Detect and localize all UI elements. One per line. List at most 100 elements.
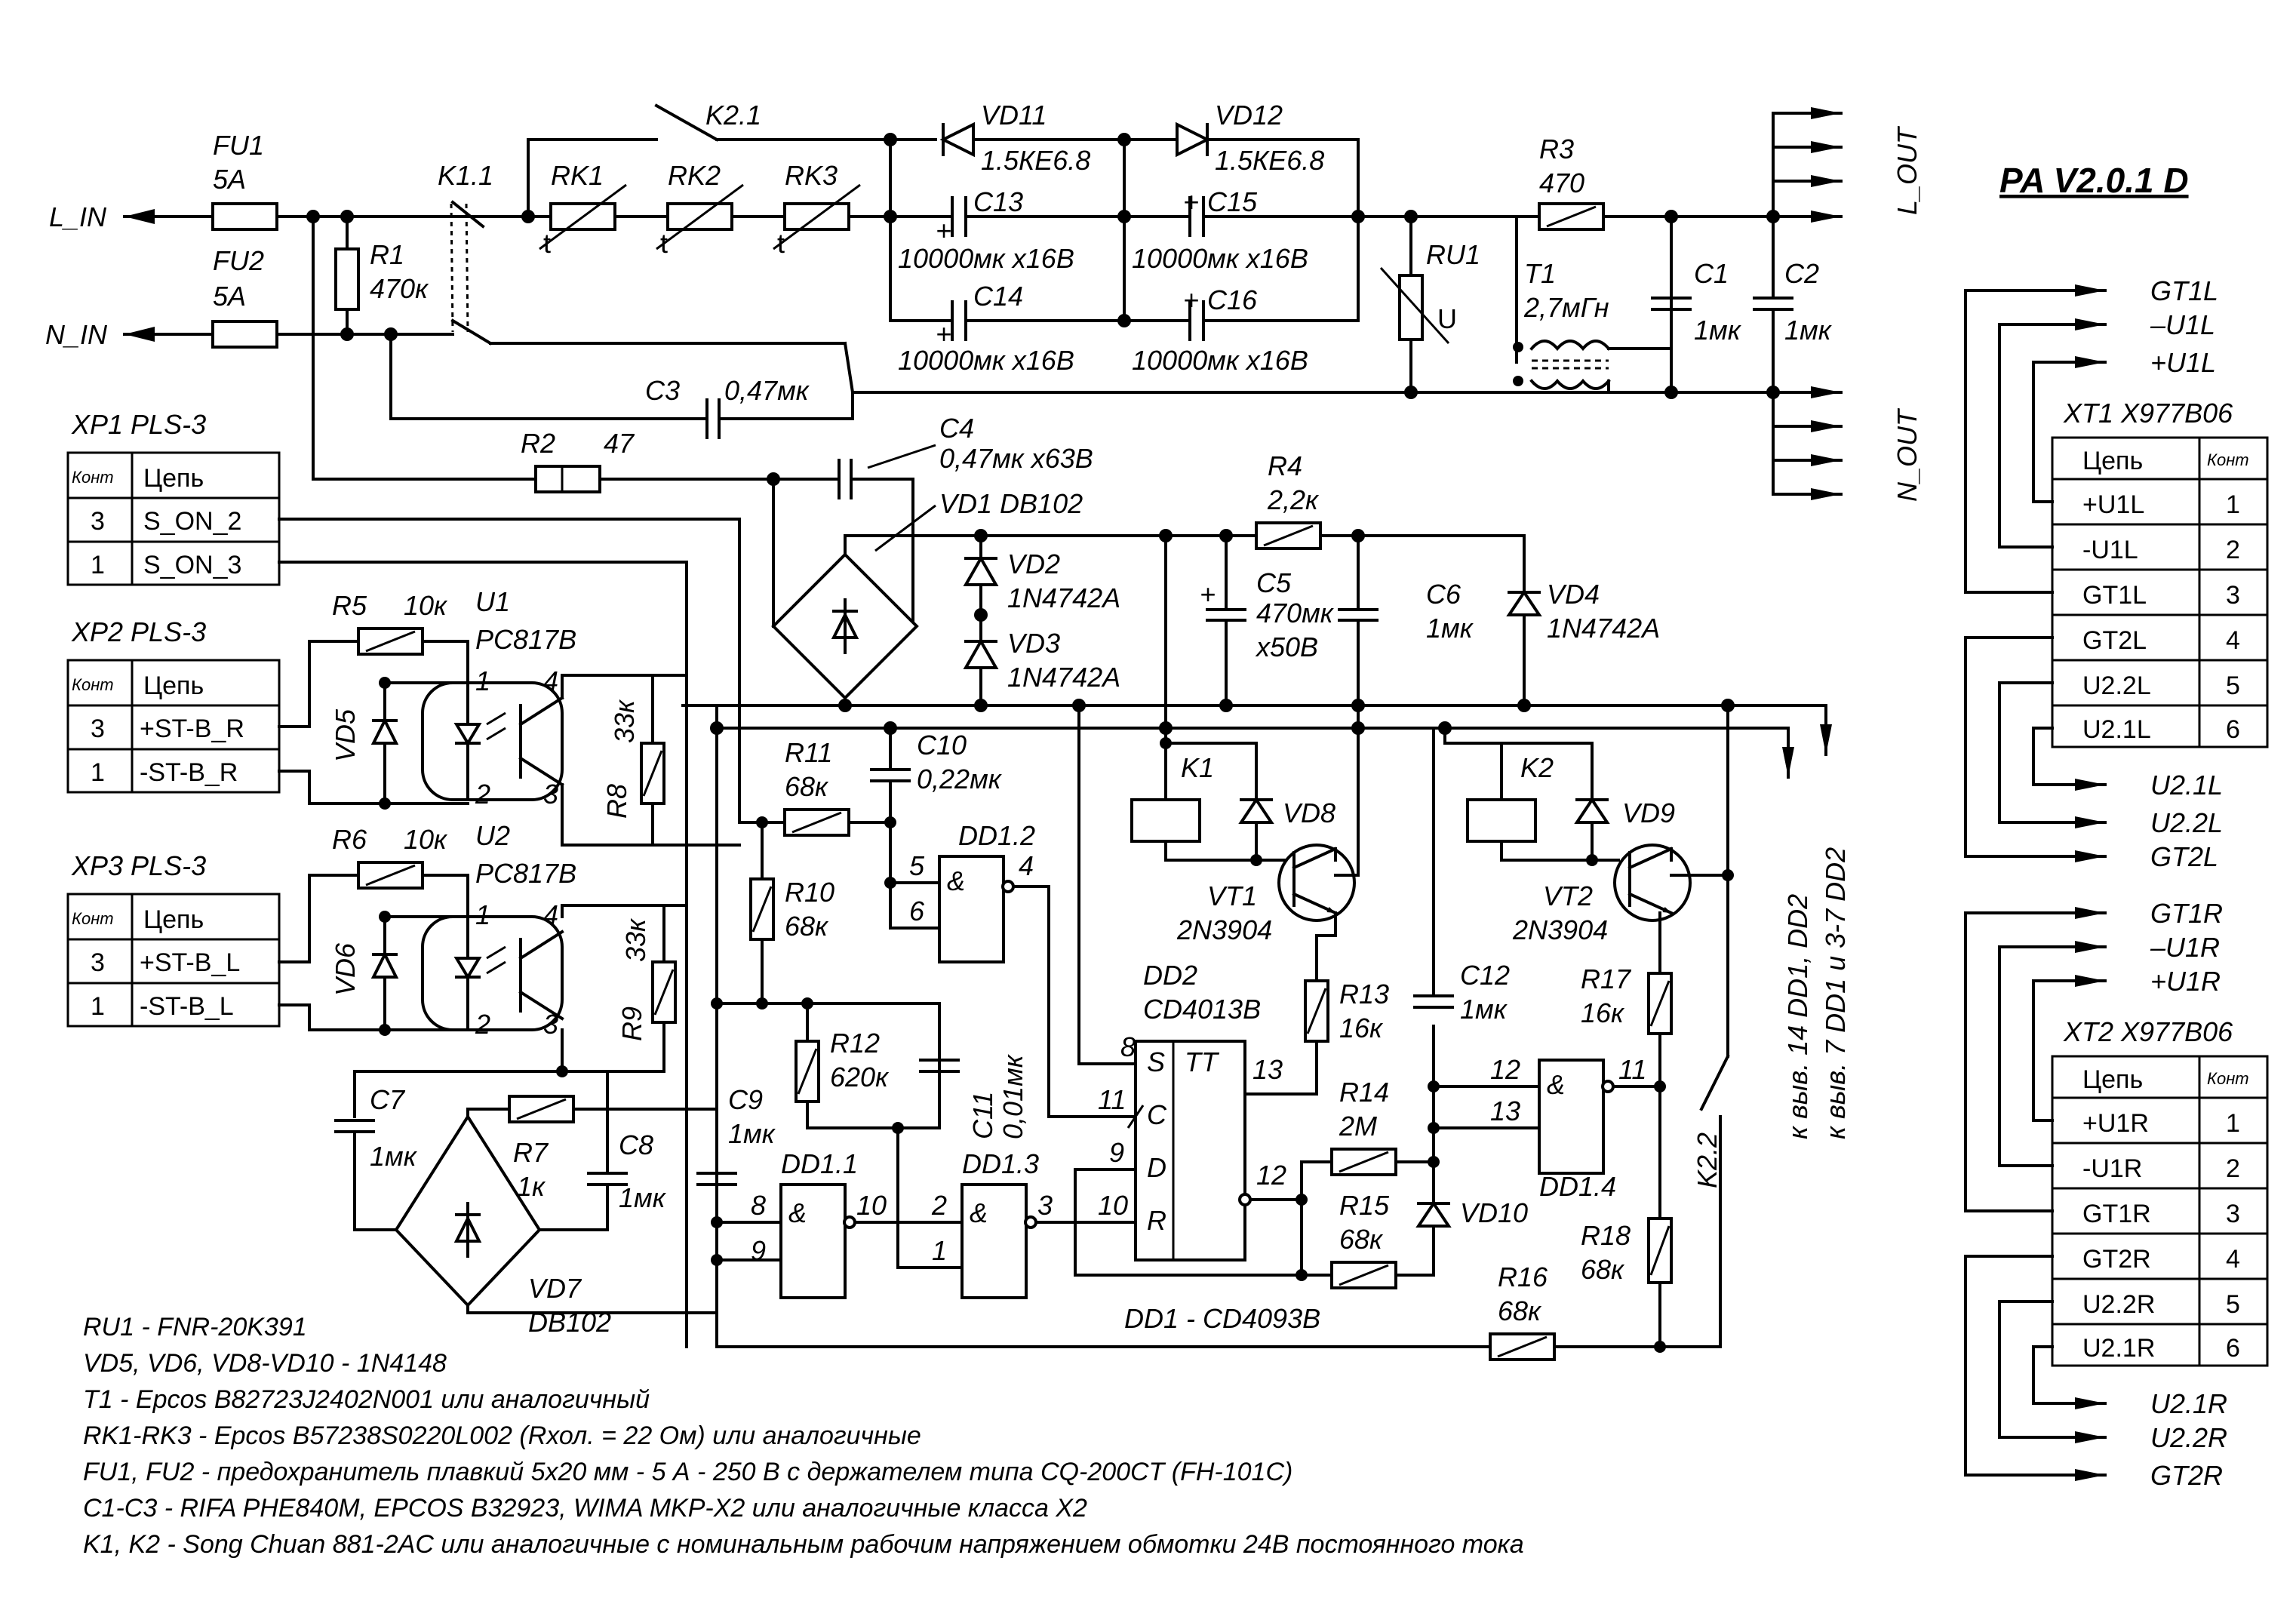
svg-text:1: 1 xyxy=(475,899,490,930)
r7-ref: R7 xyxy=(513,1137,549,1168)
xp1-net-s-on-2: S_ON_2 xyxy=(143,507,241,536)
svg-text:6: 6 xyxy=(2226,715,2240,744)
svg-text:C: C xyxy=(1147,1099,1167,1130)
component-notes: RU1 - FNR-20K391 VD5, VD6, VD8-VD10 - 1N… xyxy=(83,1313,1524,1559)
c1-ref: C1 xyxy=(1694,258,1729,289)
r2-value: 47 xyxy=(604,428,635,459)
l-out-label: L_OUT xyxy=(1892,125,1923,215)
note-4: RK1-RK3 - Epcos B57238S0220L002 (Rхол. =… xyxy=(83,1421,921,1450)
xp3-net-minus: -ST-B_L xyxy=(140,992,234,1021)
xt2-arrow-u1r-minus: –U1R xyxy=(2150,932,2220,963)
svg-text:11: 11 xyxy=(1618,1054,1646,1085)
svg-text:+: + xyxy=(936,318,951,349)
xp1-net-s-on-3: S_ON_3 xyxy=(143,551,241,579)
r11-ref: R11 xyxy=(785,737,832,768)
c8-ref: C8 xyxy=(619,1129,653,1160)
svg-text:1: 1 xyxy=(91,992,105,1021)
xt2-name: XT2 X977B06 xyxy=(2063,1016,2233,1047)
c5-ref: C5 xyxy=(1256,567,1292,598)
logic-section: R11 68к C10 0,22мк R10 68к R12 620к C11 … xyxy=(711,704,1666,1348)
r7-value: 1к xyxy=(517,1171,546,1202)
vd1-ref: VD1 DB102 xyxy=(939,488,1083,519)
c9-ref: C9 xyxy=(728,1084,763,1115)
xt2-net-4: GT2R xyxy=(2082,1245,2151,1274)
vd8-ref: VD8 xyxy=(1283,797,1335,828)
r3-value: 470 xyxy=(1539,167,1584,198)
svg-text:3: 3 xyxy=(2226,581,2240,610)
r13-value: 16к xyxy=(1339,1013,1384,1043)
vt2-value: 2N3904 xyxy=(1512,914,1608,945)
vd7-ref: VD7 xyxy=(528,1273,582,1304)
svg-text:Конт: Конт xyxy=(2207,450,2249,469)
xp2-net-plus: +ST-B_R xyxy=(140,714,244,743)
vd12-value: 1.5КЕ6.8 xyxy=(1215,145,1324,176)
r15-ref: R15 xyxy=(1339,1190,1390,1221)
u2-ref: U2 xyxy=(475,820,510,851)
svg-text:8: 8 xyxy=(751,1190,766,1221)
vd6-ref: VD6 xyxy=(330,942,361,996)
note-2: VD5, VD6, VD8-VD10 - 1N4148 xyxy=(83,1349,447,1378)
xp2-net-minus: -ST-B_R xyxy=(140,758,238,787)
vdd-note: к выв. 14 DD1, DD2 xyxy=(1782,894,1813,1139)
u1-optocoupler xyxy=(421,681,564,801)
t1-ref: T1 xyxy=(1524,258,1556,289)
svg-text:2: 2 xyxy=(475,779,490,810)
c7-ref: C7 xyxy=(370,1084,406,1115)
svg-text:Цепь: Цепь xyxy=(143,671,204,700)
dd1-label: DD1 - CD4093B xyxy=(1124,1303,1320,1334)
xp3-net-plus: +ST-B_L xyxy=(140,948,240,977)
c14-ref: C14 xyxy=(973,281,1023,312)
svg-text:t: t xyxy=(777,228,785,259)
vd7-value: DB102 xyxy=(528,1307,611,1338)
svg-text:1: 1 xyxy=(91,551,105,579)
xt2-arrow-gt1r: GT1R xyxy=(2150,898,2223,929)
diagram-title: PA V2.0.1 D xyxy=(1999,161,2189,200)
note-1: RU1 - FNR-20K391 xyxy=(83,1313,307,1341)
svg-text:12: 12 xyxy=(1490,1054,1520,1085)
svg-text:1: 1 xyxy=(2226,490,2240,519)
vd11-ref: VD11 xyxy=(981,100,1047,131)
svg-text:1: 1 xyxy=(932,1235,947,1266)
vd4-value: 1N4742A xyxy=(1547,613,1660,644)
c6-ref: C6 xyxy=(1426,579,1462,610)
r10-value: 68к xyxy=(785,911,829,942)
svg-text:Конт: Конт xyxy=(2207,1069,2249,1088)
k1-coil xyxy=(1130,798,1201,843)
c4-ref: C4 xyxy=(939,413,974,444)
svg-text:2: 2 xyxy=(2226,1154,2240,1183)
input-section: L_IN FU1 5A N_IN FU2 5A R1 470к K1.1 xyxy=(45,100,892,350)
r6-ref: R6 xyxy=(332,824,367,855)
c9-value: 1мк xyxy=(728,1118,776,1149)
capacitor-bank: VD11 1.5КЕ6.8 VD12 1.5КЕ6.8 + C13 10000м… xyxy=(884,100,1365,376)
xp1-name: XP1 PLS-3 xyxy=(71,409,206,440)
c12-value: 1мк xyxy=(1460,994,1508,1025)
r8-value: 33к xyxy=(609,699,640,743)
c7-value: 1мк xyxy=(370,1141,418,1172)
r9-value: 33к xyxy=(620,917,651,962)
svg-text:10: 10 xyxy=(1098,1190,1128,1221)
c1-value: 1мк xyxy=(1694,315,1742,346)
xt2-arrow-u22r: U2.2R xyxy=(2150,1422,2227,1453)
c11-value: 0,01мк xyxy=(997,1053,1028,1139)
c10-ref: C10 xyxy=(917,730,967,761)
c5-value2: х50В xyxy=(1255,632,1318,662)
xt1-net-1: +U1L xyxy=(2082,490,2144,519)
k2-coil xyxy=(1466,798,1537,843)
r17-ref: R17 xyxy=(1581,963,1632,994)
r4-value: 2,2к xyxy=(1267,484,1320,515)
vss-note: к выв. 7 DD1 и 3-7 DD2 xyxy=(1820,847,1851,1139)
n-in-label: N_IN xyxy=(45,319,108,350)
svg-text:4: 4 xyxy=(543,899,558,930)
u1-ref: U1 xyxy=(475,586,510,617)
svg-text:3: 3 xyxy=(91,948,105,977)
r17-value: 16к xyxy=(1581,997,1625,1028)
xt1-net-4: GT2L xyxy=(2082,626,2147,655)
svg-text:t: t xyxy=(543,228,551,259)
xt2-net-5: U2.2R xyxy=(2082,1290,2155,1319)
r18-value: 68к xyxy=(1581,1254,1625,1285)
rk1-ref: RK1 xyxy=(551,160,604,191)
xt2-net-6: U2.1R xyxy=(2082,1334,2155,1363)
svg-text:+: + xyxy=(1183,186,1199,217)
xt-tables: XT1 X977B06 Цепь Конт +U1L 1 -U1L 2 GT1L… xyxy=(1964,275,2269,1491)
